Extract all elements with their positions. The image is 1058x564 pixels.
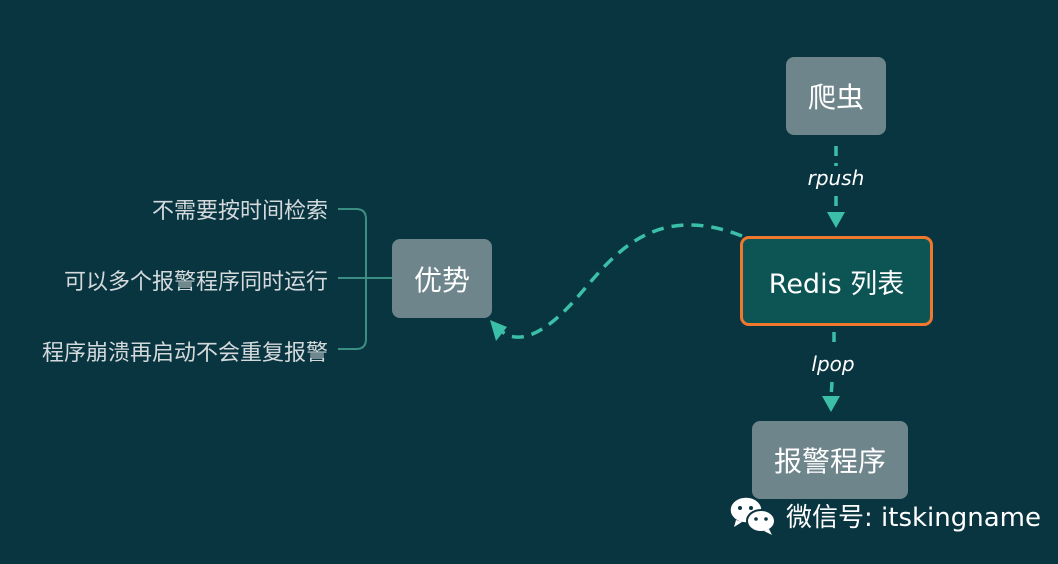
redis-list-label: Redis 列表: [768, 268, 905, 300]
alarm-program-node: 报警程序: [752, 421, 908, 499]
watermark-text: 微信号: itskingname: [786, 502, 1041, 533]
lpop-label: lpop: [811, 352, 855, 376]
advantage-arrowhead: [490, 320, 507, 341]
advantage-node: 优势: [392, 239, 492, 318]
advantage-curve: [498, 223, 743, 339]
wechat-watermark: 微信号: itskingname: [728, 494, 1041, 536]
advantages-bracket: [338, 208, 392, 350]
redis-list-node: Redis 列表: [740, 236, 933, 326]
advantage-item-2: 可以多个报警程序同时运行: [63, 270, 328, 295]
advantage-item-1: 不需要按时间检索: [151, 199, 328, 224]
lpop-arrow-lower: [829, 381, 834, 399]
advantage-item-3: 程序崩溃再启动不会重复报警: [41, 341, 328, 366]
lpop-arrowhead: [822, 396, 840, 412]
advantage-label: 优势: [413, 263, 470, 297]
alarm-program-label: 报警程序: [773, 445, 886, 478]
crawler-node: 爬虫: [786, 57, 886, 135]
rpush-label: rpush: [807, 166, 865, 190]
wechat-icon: [729, 496, 776, 535]
crawler-label: 爬虫: [807, 81, 864, 114]
rpush-arrowhead: [827, 212, 845, 228]
